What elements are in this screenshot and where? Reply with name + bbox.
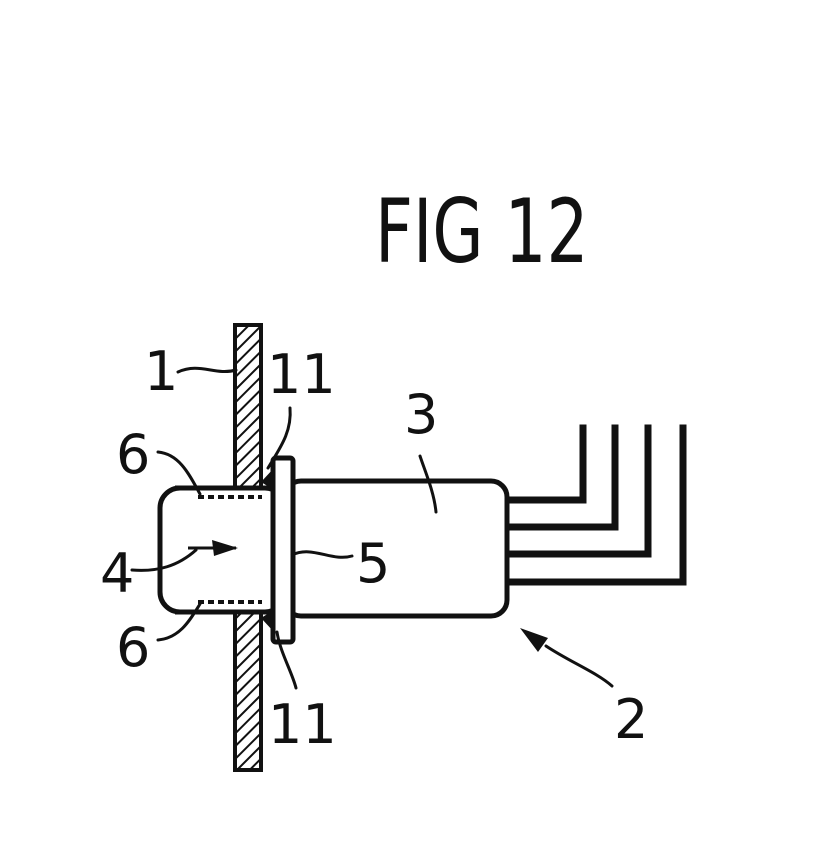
wire-3 xyxy=(505,428,648,554)
housing xyxy=(285,481,507,616)
label-panel: 1 xyxy=(144,340,178,403)
label-housing: 3 xyxy=(404,383,438,446)
label-seal-upper: 11 xyxy=(267,343,336,406)
wire-1 xyxy=(505,428,583,500)
flange xyxy=(273,458,293,642)
leader-device xyxy=(546,646,612,686)
label-seal-lower: 11 xyxy=(268,693,337,756)
wire-4 xyxy=(505,428,683,582)
label-detent-upper: 6 xyxy=(116,423,150,486)
figure-title: FIG 12 xyxy=(375,182,588,284)
leader-panel xyxy=(178,368,236,372)
label-flange: 5 xyxy=(356,532,390,595)
leader-device-arrowhead xyxy=(520,628,548,652)
label-device: 2 xyxy=(614,688,648,751)
cable-bundle xyxy=(505,428,683,582)
panel-opening xyxy=(232,490,264,610)
wire-2 xyxy=(505,428,615,527)
label-plug-portion: 4 xyxy=(100,542,134,605)
label-detent-lower: 6 xyxy=(116,616,150,679)
